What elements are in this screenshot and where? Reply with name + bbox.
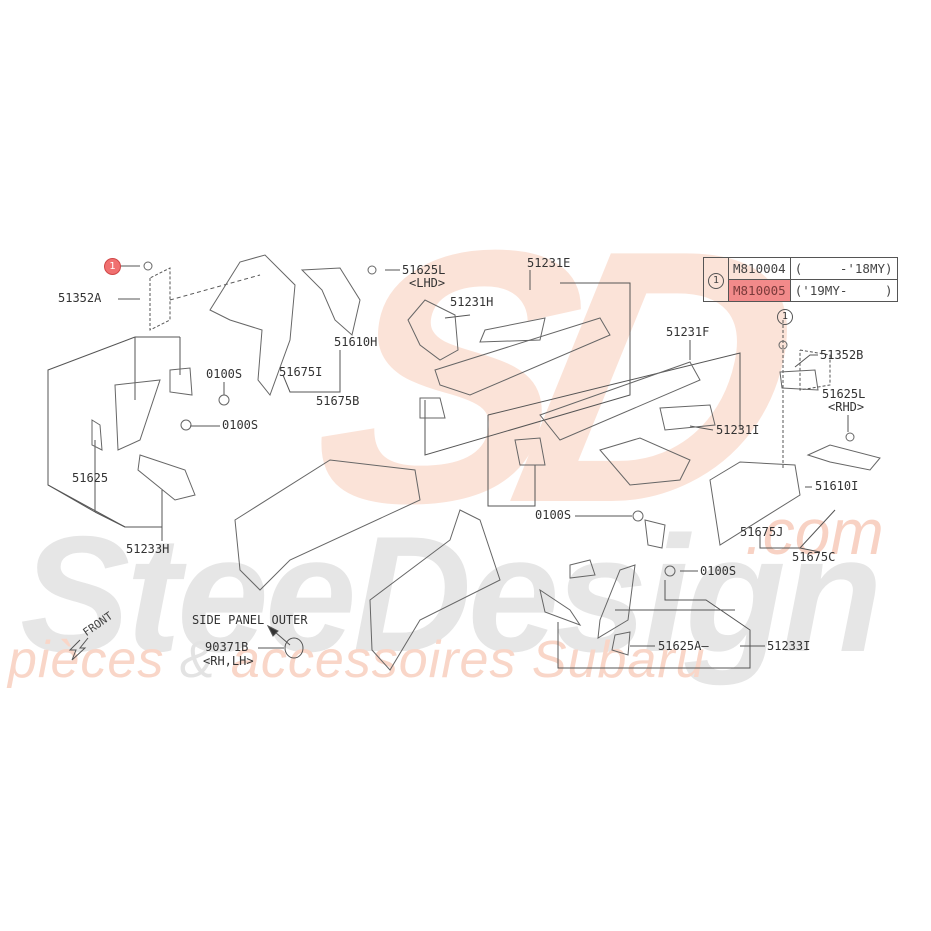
label-51352B: 51352B [820, 348, 864, 362]
part-51625-bracket [114, 379, 161, 451]
part-51233H [137, 454, 196, 501]
label-0100S: 0100S [206, 367, 243, 381]
label-rhd: <RHD> [828, 400, 865, 414]
part-51675I [209, 254, 296, 397]
label-rh-lh: <RH,LH> [203, 654, 254, 668]
label-51231H: 51231H [450, 295, 494, 309]
part-51610H [300, 267, 361, 336]
arrowhead [266, 624, 279, 637]
label-0100S: 0100S [700, 564, 737, 578]
callout-circle: 1 [708, 272, 724, 289]
side-panel-arrow [274, 631, 291, 646]
part-51231F [539, 361, 701, 441]
table-row: 1 M810004 ( -'18MY) [703, 257, 898, 302]
label-51675I: 51675I [279, 365, 323, 379]
part-51675J [709, 461, 801, 546]
label-51625L-lhd: 51625L [402, 263, 446, 277]
label-51675B: 51675B [316, 394, 360, 408]
model-year-range: ( -'18MY) [789, 257, 898, 280]
table-row: M810005 ('19MY- ) [704, 279, 898, 302]
right-bracket-lines [759, 320, 849, 553]
callout-1-right: 1 [777, 309, 793, 325]
label-51610H: 51610H [334, 335, 378, 349]
part-front-frame-left [234, 459, 421, 591]
label-51233H: 51233H [126, 542, 170, 556]
part-number-highlighted: M810005 [728, 279, 791, 302]
part-number: M810004 [728, 257, 791, 280]
label-51625L-rhd: 51625L [822, 387, 866, 401]
label-0100S: 0100S [222, 418, 259, 432]
label-side-panel-outer: SIDE PANEL OUTER [192, 613, 308, 627]
grommet-90371B [284, 637, 304, 659]
label-51675C: 51675C [792, 550, 836, 564]
model-year-range: ('19MY- ) [789, 279, 898, 302]
part-front-frame-right [369, 509, 501, 671]
label-90371B: 90371B [205, 640, 249, 654]
part-51231H [407, 299, 459, 361]
label-51625: 51625 [72, 471, 109, 485]
lower-right-lines [557, 515, 765, 669]
label-51233I: 51233I [767, 639, 811, 653]
label-51610I: 51610I [815, 479, 859, 493]
part-shapes [91, 254, 881, 671]
tagline-b: accessoires Subaru [230, 631, 706, 689]
label-51625A: 51625A— [658, 639, 709, 653]
label-51675J: 51675J [740, 525, 784, 539]
callout-cell: 1 [703, 257, 729, 302]
left-bracket-lines [47, 265, 400, 541]
front-arrow-icon [68, 637, 89, 661]
label-51231F: 51231F [666, 325, 710, 339]
part-51610I [806, 444, 881, 471]
label-0100S: 0100S [535, 508, 572, 522]
label-51231E: 51231E [527, 256, 571, 270]
watermark-tagline: pièces & accessoires Subaru [8, 630, 706, 690]
center-bracket-lines [424, 270, 741, 507]
part-51231I [599, 437, 691, 486]
callout-1-left: 1 [104, 258, 121, 275]
part-51231E [434, 317, 611, 396]
label-51352A: 51352A [58, 291, 102, 305]
callout-circle: 1 [777, 309, 793, 325]
label-lhd: <LHD> [409, 276, 446, 290]
label-51231I: 51231I [716, 423, 760, 437]
reference-table: 1 M810004 ( -'18MY) M810005 ('19MY- ) [703, 257, 898, 302]
tagline-amp: & [179, 631, 216, 689]
